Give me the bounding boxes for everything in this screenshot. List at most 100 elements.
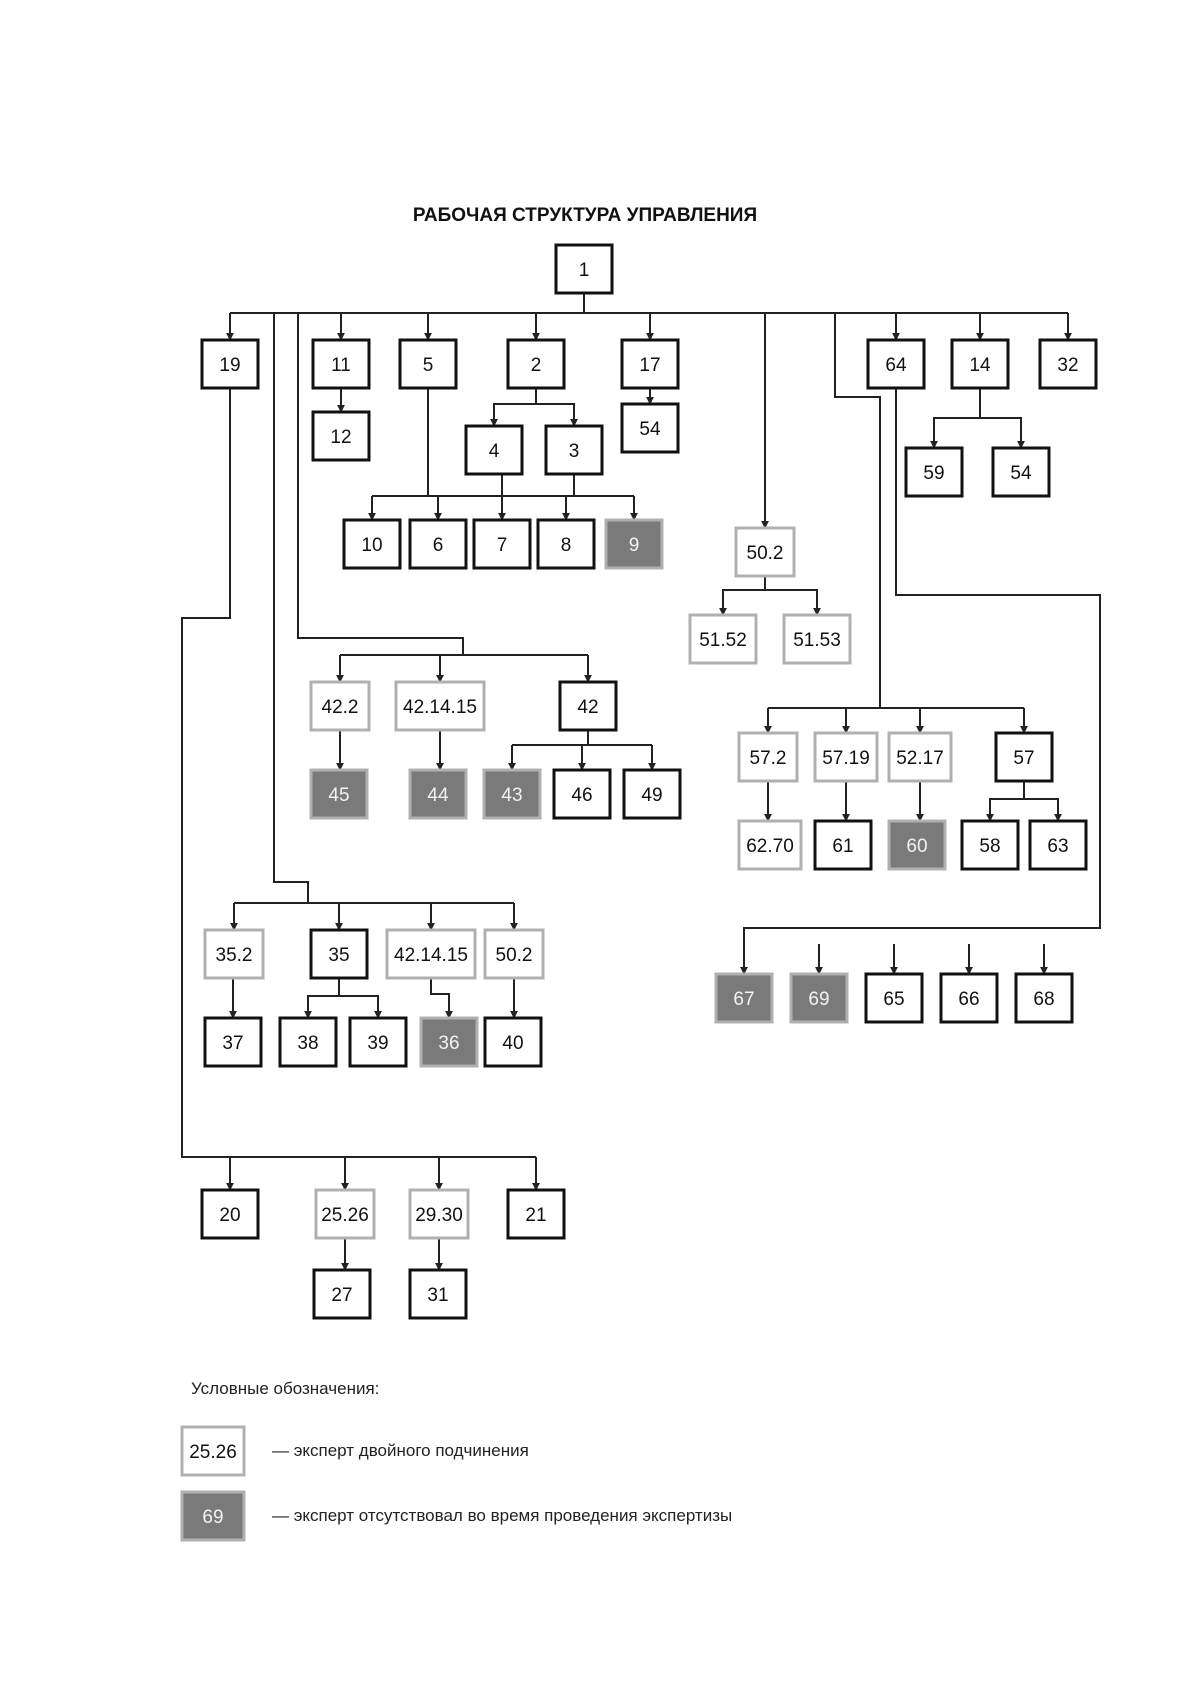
- node-n572: 57.2: [737, 731, 799, 783]
- node-label: 44: [427, 785, 449, 806]
- node-box: [604, 518, 664, 570]
- node-n5217: 52.17: [887, 731, 953, 783]
- node-label: 35.2: [216, 945, 253, 966]
- node-n2: 2: [506, 338, 566, 390]
- node-box: [408, 1188, 470, 1240]
- node-n57: 57: [994, 731, 1054, 783]
- node-box: [312, 1268, 372, 1320]
- node-label: 17: [639, 355, 660, 376]
- node-n5719: 57.19: [813, 731, 879, 783]
- node-label: 45: [328, 785, 349, 806]
- node-label: 69: [808, 989, 829, 1010]
- node-n61: 61: [813, 819, 873, 871]
- node-box: [1038, 338, 1098, 390]
- node-box: [734, 526, 796, 578]
- node-label: 32: [1057, 355, 1078, 376]
- node-box: [737, 731, 799, 783]
- connector-65: [430, 978, 453, 1019]
- connector-14: [930, 388, 981, 449]
- node-label: 57.2: [750, 748, 787, 769]
- node-n1: 1: [554, 243, 614, 295]
- node-label: 54: [639, 419, 661, 440]
- connector-26: [719, 576, 766, 616]
- node-n5: 5: [398, 338, 458, 390]
- legend-sample-double-box: [180, 1425, 246, 1477]
- node-label: 57: [1013, 748, 1034, 769]
- node-label: 31: [427, 1285, 448, 1306]
- node-n2526: 25.26: [314, 1188, 376, 1240]
- node-label: 38: [297, 1033, 318, 1054]
- node-box: [994, 731, 1054, 783]
- node-label: 60: [906, 836, 927, 857]
- node-n10: 10: [342, 518, 402, 570]
- node-box: [408, 518, 468, 570]
- node-n58: 58: [960, 819, 1020, 871]
- node-box: [1014, 972, 1074, 1024]
- node-n2930: 29.30: [408, 1188, 470, 1240]
- node-n63: 63: [1028, 819, 1088, 871]
- node-label: 29.30: [415, 1205, 463, 1226]
- node-box: [311, 410, 371, 462]
- node-box: [483, 928, 545, 980]
- node-n3: 3: [544, 424, 604, 476]
- node-n68: 68: [1014, 972, 1074, 1024]
- node-label: 8: [561, 535, 572, 556]
- node-label: 5: [423, 355, 434, 376]
- node-n502a: 50.2: [734, 526, 796, 578]
- node-box: [866, 338, 926, 390]
- node-box: [688, 613, 758, 665]
- node-label: 20: [219, 1205, 240, 1226]
- node-label: 52.17: [896, 748, 944, 769]
- node-n422: 42.2: [309, 680, 371, 732]
- connector-56: [273, 313, 309, 903]
- node-box: [472, 518, 532, 570]
- node-box: [789, 972, 849, 1024]
- connector-40: [834, 313, 881, 708]
- node-box: [536, 518, 596, 570]
- node-box: [887, 731, 953, 783]
- node-label: 7: [497, 535, 508, 556]
- connector-27: [765, 589, 821, 616]
- node-label: 19: [219, 355, 240, 376]
- node-box: [314, 1188, 376, 1240]
- node-label: 36: [438, 1033, 459, 1054]
- node-box: [398, 338, 458, 390]
- node-label: 43: [501, 785, 522, 806]
- node-label: 10: [361, 535, 382, 556]
- connector-15: [980, 417, 1025, 449]
- legend-heading: Условные обозначения:: [191, 1379, 379, 1398]
- legend-sample-absent-label: 69: [202, 1507, 223, 1528]
- node-label: 68: [1033, 989, 1054, 1010]
- node-n67: 67: [714, 972, 774, 1024]
- node-box: [714, 972, 774, 1024]
- connector-67: [181, 388, 536, 1158]
- node-box: [552, 768, 612, 820]
- node-label: 3: [569, 441, 580, 462]
- node-label: 42.14.15: [394, 945, 468, 966]
- node-box: [200, 1188, 260, 1240]
- node-box: [309, 680, 371, 732]
- node-box: [782, 613, 852, 665]
- node-n20: 20: [200, 1188, 260, 1240]
- node-box: [506, 338, 566, 390]
- legend-sample-double-label: 25.26: [189, 1442, 237, 1463]
- node-label: 42: [577, 697, 598, 718]
- node-label: 67: [733, 989, 754, 1010]
- node-label: 35: [328, 945, 349, 966]
- node-n17: 17: [620, 338, 680, 390]
- connector-63: [304, 978, 340, 1019]
- node-n32: 32: [1038, 338, 1098, 390]
- connector-13: [536, 403, 578, 427]
- node-label: 66: [958, 989, 979, 1010]
- node-label: 65: [883, 989, 904, 1010]
- legend-double-text: — эксперт двойного подчинения: [272, 1441, 529, 1460]
- node-box: [1028, 819, 1088, 871]
- node-label: 21: [525, 1205, 546, 1226]
- node-n42: 42: [558, 680, 618, 732]
- node-label: 11: [331, 355, 351, 376]
- node-n40: 40: [483, 1016, 543, 1068]
- node-box: [408, 1268, 468, 1320]
- node-box: [813, 819, 873, 871]
- node-box: [394, 680, 486, 732]
- node-box: [506, 1188, 566, 1240]
